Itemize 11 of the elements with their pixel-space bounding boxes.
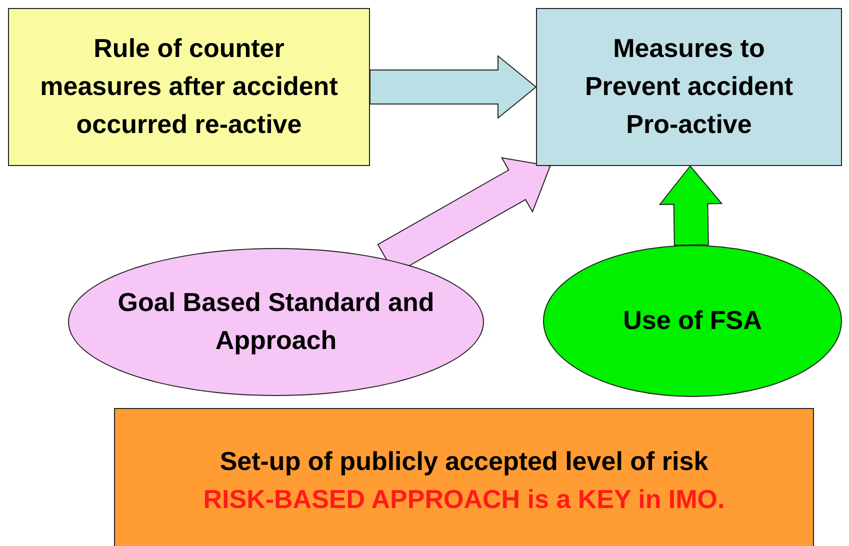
text-box <box>8 8 370 166</box>
node-label: Set-up of publicly accepted level of risk <box>220 444 708 478</box>
text-box <box>114 408 814 546</box>
node-label: Goal Based Standard and Approach <box>116 286 436 357</box>
node-label: Use of FSA <box>623 304 762 338</box>
node-label: RISK-BASED APPROACH is a KEY in IMO. <box>203 482 725 516</box>
block-arrow <box>658 165 723 246</box>
text-box <box>536 8 842 166</box>
node-label: Measures to Prevent accident Pro-active <box>584 32 794 141</box>
block-arrow <box>370 54 537 120</box>
node-label: Rule of counter measures after accident occurred re-active <box>39 32 339 141</box>
